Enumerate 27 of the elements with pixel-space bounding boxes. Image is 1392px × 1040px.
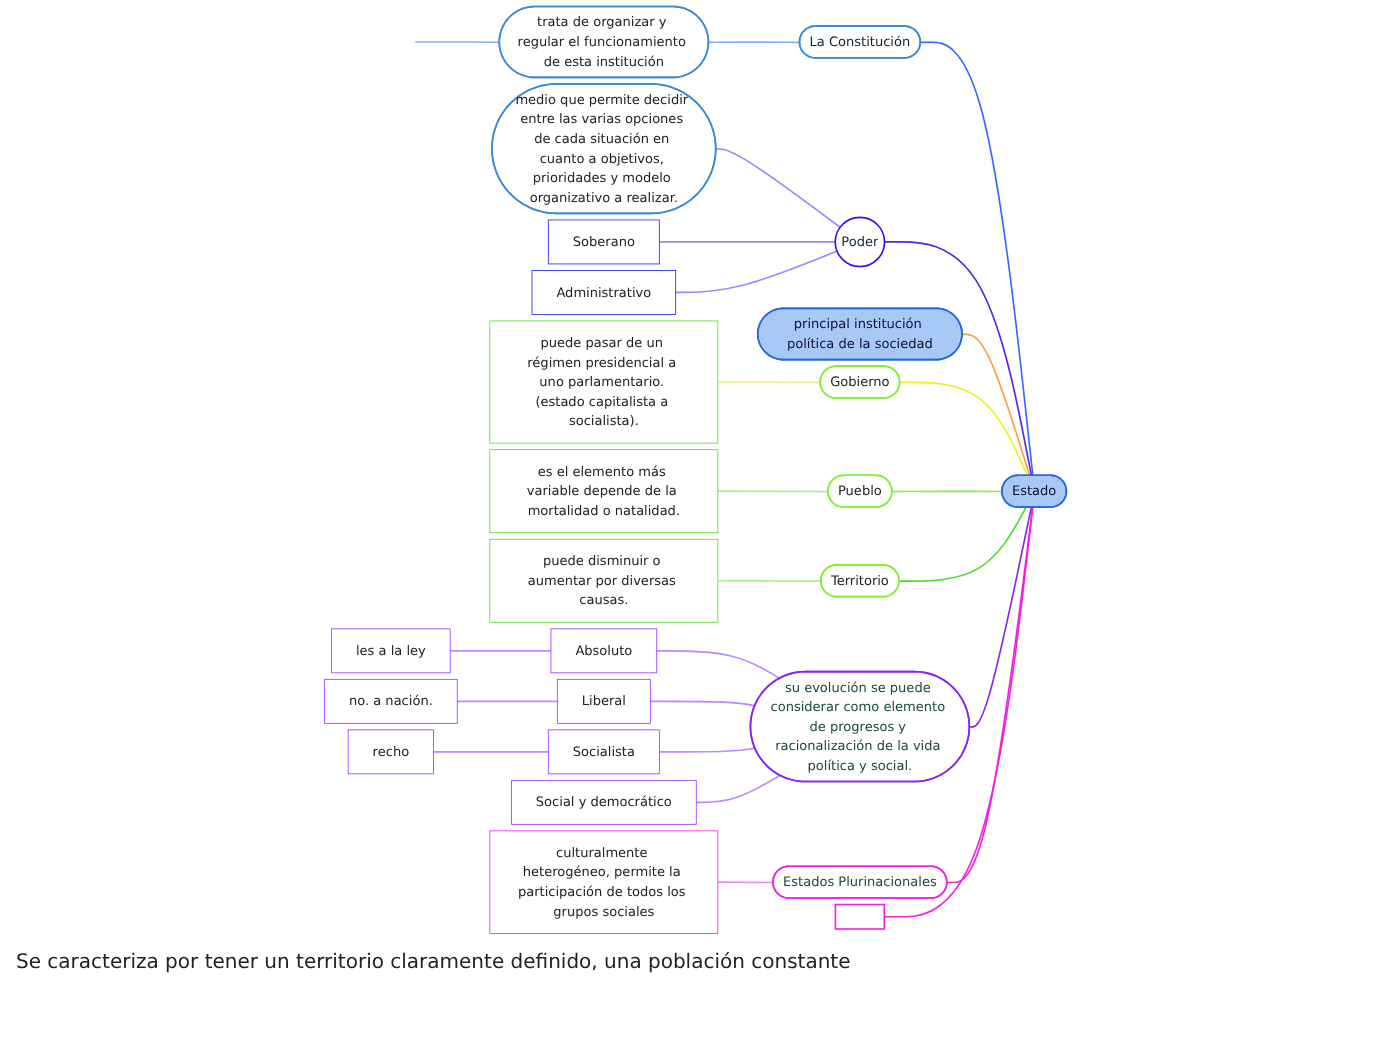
connector xyxy=(715,148,842,229)
connector xyxy=(969,506,1033,728)
connector xyxy=(675,250,839,294)
connector xyxy=(946,506,1034,884)
connector xyxy=(884,506,1035,918)
connector xyxy=(659,241,837,243)
connector xyxy=(717,881,775,884)
connector xyxy=(899,381,1029,477)
connector xyxy=(433,751,550,753)
connector xyxy=(962,333,1031,477)
connector xyxy=(884,241,1033,477)
connector xyxy=(449,650,553,652)
note-text: Se caracteriza por tener un territorio claramente definido, una población constante xyxy=(16,952,853,974)
connector xyxy=(899,506,1028,582)
node-box xyxy=(835,903,886,930)
connector xyxy=(708,41,802,44)
connector xyxy=(659,747,757,753)
connector xyxy=(717,490,830,493)
connector xyxy=(920,41,1035,477)
connector xyxy=(650,700,757,707)
connector xyxy=(717,579,823,582)
connector xyxy=(415,41,502,44)
connector xyxy=(456,700,559,703)
connector xyxy=(695,774,782,804)
connector xyxy=(891,490,1004,493)
connector xyxy=(717,381,822,384)
connector xyxy=(656,650,782,680)
